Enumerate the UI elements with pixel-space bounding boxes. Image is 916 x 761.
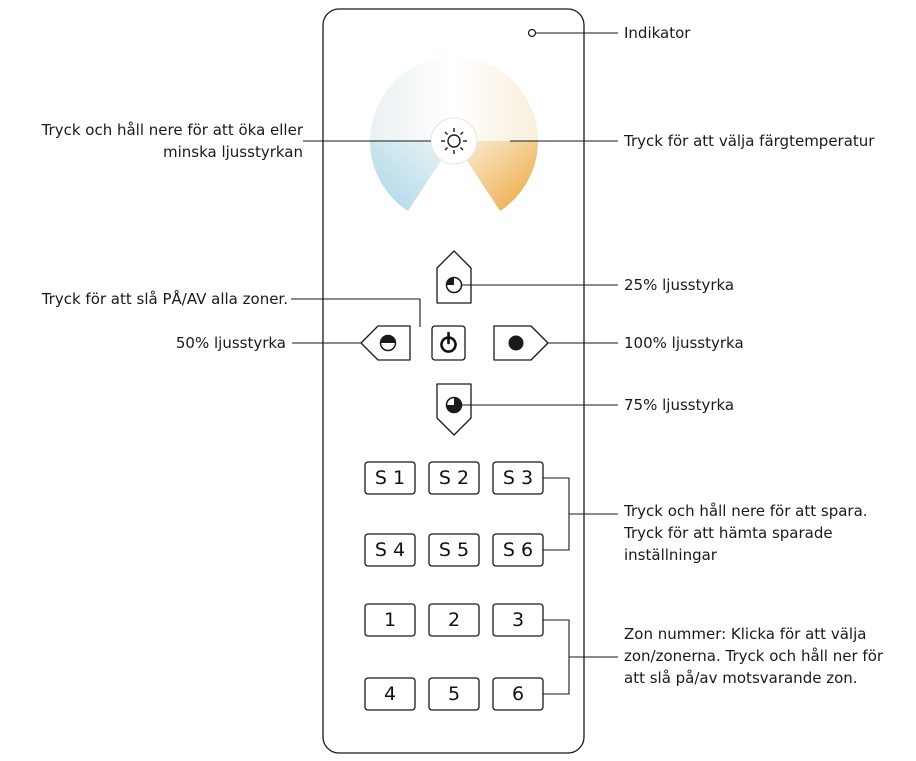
half-circle-icon xyxy=(379,334,397,352)
zone-button-label: 5 xyxy=(448,683,460,705)
scene-button-2[interactable]: S 2 xyxy=(428,461,480,495)
scene-button-label: S 5 xyxy=(439,539,469,561)
power-icon xyxy=(440,331,457,353)
scene-button-5[interactable]: S 5 xyxy=(428,533,480,567)
quarter-circle-icon xyxy=(445,276,463,294)
zone-button-label: 3 xyxy=(512,609,524,631)
zone-button-label: 6 xyxy=(512,683,524,705)
zones-label-line2: zon/zonerna. Tryck och håll ner för xyxy=(624,647,884,665)
scene-button-label: S 2 xyxy=(439,467,469,489)
brightness-100-button[interactable] xyxy=(493,325,549,361)
color-temp-label: Tryck för att välja färgtemperatur xyxy=(624,132,875,150)
indicator-label: Indikator xyxy=(624,24,691,42)
scenes-label-line1: Tryck och håll nere för att spara. xyxy=(624,502,868,520)
brightness-75-button[interactable] xyxy=(436,383,472,436)
indicator-light xyxy=(527,28,537,38)
scenes-bracket xyxy=(543,477,618,551)
all-zones-callout-line xyxy=(291,298,421,327)
zone-button-5[interactable]: 5 xyxy=(428,677,480,711)
power-button[interactable] xyxy=(431,325,466,361)
brightness-50-button[interactable] xyxy=(360,325,411,361)
brightness-25-label: 25% ljusstyrka xyxy=(624,276,735,294)
scene-buttons: S 1 S 2 S 3 S 4 S 5 S 6 xyxy=(364,461,544,567)
scene-button-1[interactable]: S 1 xyxy=(364,461,416,495)
brightness-75-label: 75% ljusstyrka xyxy=(624,396,735,414)
brightness-50-label: 50% ljusstyrka xyxy=(175,334,286,352)
zone-button-4[interactable]: 4 xyxy=(364,677,416,711)
brightness-hold-label-line1: Tryck och håll nere för att öka eller xyxy=(41,121,303,139)
zone-button-label: 4 xyxy=(384,683,396,705)
three-quarter-circle-icon xyxy=(445,396,463,414)
scenes-label-line3: inställningar xyxy=(624,546,717,564)
zones-label-line1: Zon nummer: Klicka för att välja xyxy=(624,625,867,643)
zone-button-1[interactable]: 1 xyxy=(364,603,416,637)
zones-bracket xyxy=(543,619,618,695)
scenes-label-line2: Tryck för att hämta sparade xyxy=(624,524,833,542)
scene-button-6[interactable]: S 6 xyxy=(492,533,544,567)
scene-button-label: S 1 xyxy=(375,467,405,489)
remote-body xyxy=(322,8,585,754)
full-circle-icon xyxy=(508,335,524,351)
zone-button-3[interactable]: 3 xyxy=(492,603,544,637)
scene-button-3[interactable]: S 3 xyxy=(492,461,544,495)
all-zones-label: Tryck för att slå PÅ/AV alla zoner. xyxy=(41,290,288,308)
zone-buttons: 1 2 3 4 5 6 xyxy=(364,603,544,711)
zone-button-2[interactable]: 2 xyxy=(428,603,480,637)
brightness-button[interactable] xyxy=(430,117,478,165)
scene-button-label: S 3 xyxy=(503,467,533,489)
sun-icon xyxy=(441,128,467,154)
brightness-100-label: 100% ljusstyrka xyxy=(624,334,744,352)
scene-button-label: S 4 xyxy=(375,539,405,561)
zone-button-label: 2 xyxy=(448,609,460,631)
zone-button-6[interactable]: 6 xyxy=(492,677,544,711)
zones-label-line3: att slå på/av motsvarande zon. xyxy=(624,669,858,687)
scene-button-label: S 6 xyxy=(503,539,533,561)
scene-button-4[interactable]: S 4 xyxy=(364,533,416,567)
brightness-hold-label-line2: minska ljusstyrkan xyxy=(162,143,303,161)
zone-button-label: 1 xyxy=(384,609,396,631)
